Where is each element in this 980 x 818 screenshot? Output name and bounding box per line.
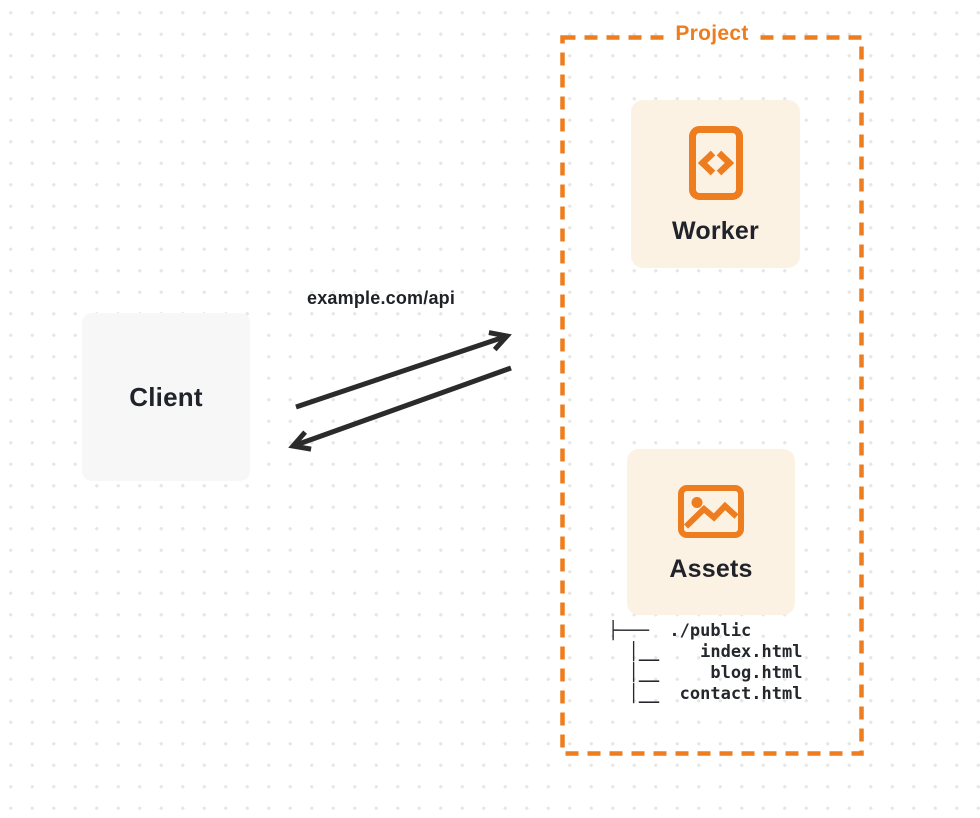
assets-file-tree: ├─── ./public │__ index.html │__ blog.ht… xyxy=(608,621,802,705)
client-node: Client xyxy=(82,313,250,481)
client-label: Client xyxy=(129,381,203,412)
tree-line-public: ├─── ./public xyxy=(608,621,752,641)
image-icon xyxy=(678,485,744,538)
arrow-to-project xyxy=(295,330,512,410)
worker-node: Worker xyxy=(631,100,800,268)
tree-line-contact: │__ contact.html xyxy=(608,684,803,704)
project-label: Project xyxy=(666,22,758,46)
assets-node: Assets xyxy=(627,449,795,615)
code-file-icon xyxy=(688,126,743,200)
tree-line-index: │__ index.html xyxy=(608,642,803,662)
tree-line-blog: │__ blog.html xyxy=(608,663,803,683)
arrow-to-client xyxy=(288,365,512,452)
project-label-row: Project xyxy=(560,22,864,46)
request-url-label: example.com/api xyxy=(307,288,456,308)
assets-label: Assets xyxy=(669,555,753,583)
worker-label: Worker xyxy=(672,217,759,245)
